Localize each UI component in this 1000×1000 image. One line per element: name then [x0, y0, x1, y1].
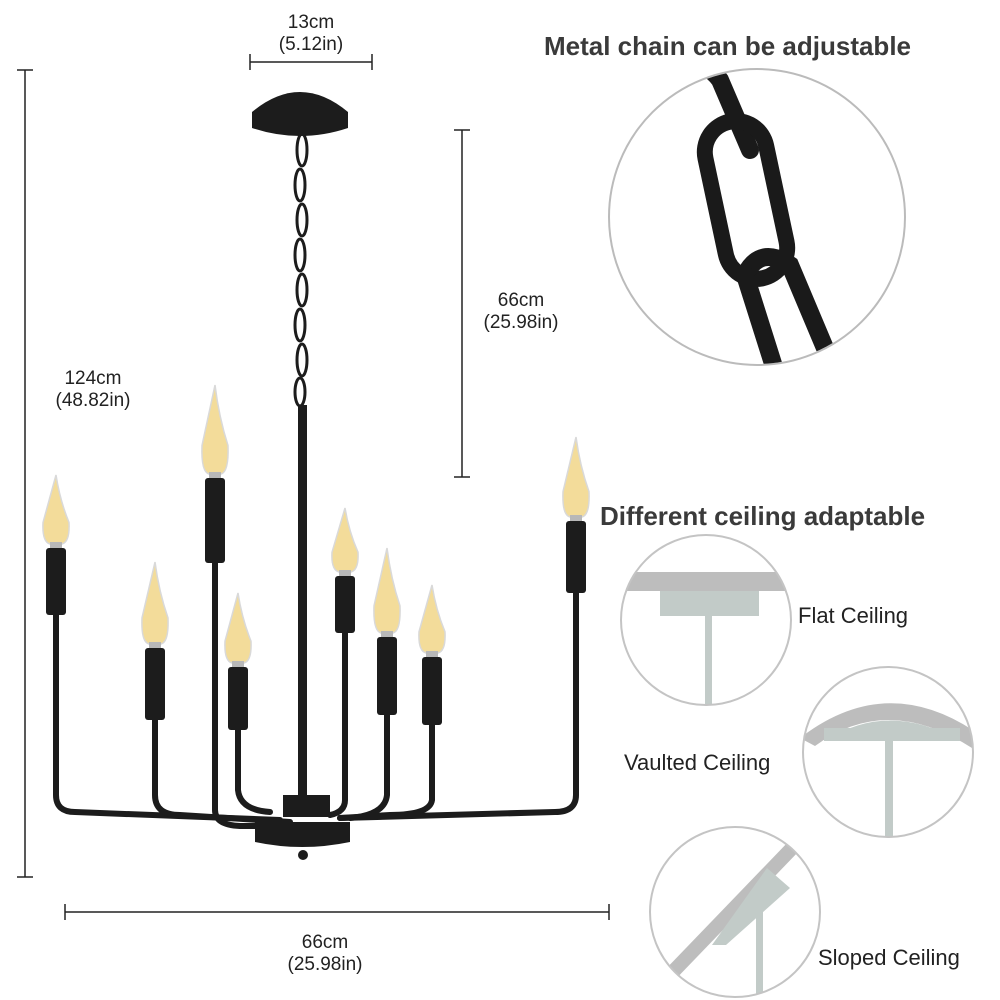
bulb	[331, 507, 359, 573]
candle-sleeve	[566, 521, 586, 593]
candle	[42, 474, 70, 615]
sloped-ceiling-label: Sloped Ceiling	[818, 945, 960, 970]
body-height-cm: 66cm	[497, 290, 545, 311]
flat-ceiling-label: Flat Ceiling	[798, 603, 909, 628]
candle-sleeve	[335, 576, 355, 633]
hub-body	[255, 822, 350, 847]
bulb	[373, 547, 401, 634]
candle	[224, 592, 252, 730]
chain-detail	[608, 68, 906, 366]
candle-sleeve	[46, 548, 66, 615]
vaulted-ceiling-label: Vaulted Ceiling	[624, 750, 771, 775]
candle	[331, 507, 359, 633]
bulb	[141, 561, 169, 645]
finial	[298, 850, 308, 860]
body-width-label: 66cm (25.98in)	[270, 932, 380, 976]
ceiling-canopy	[252, 92, 348, 136]
body-height-in: (25.98in)	[483, 312, 559, 333]
bulb	[562, 436, 590, 518]
bulb	[224, 592, 252, 664]
candles	[42, 384, 590, 730]
center-rod	[298, 405, 307, 800]
total-height-label: 124cm (48.82in)	[38, 368, 148, 412]
candle	[201, 384, 229, 563]
candle-sleeve	[228, 667, 248, 730]
canopy-width-label: 13cm (5.12in)	[261, 12, 361, 56]
dimension-lines	[17, 54, 610, 920]
candle-sleeve	[422, 657, 442, 725]
candle-sleeve	[377, 637, 397, 715]
chain	[293, 132, 309, 408]
total-height-in: (48.82in)	[55, 390, 131, 411]
total-height-cm: 124cm	[64, 368, 122, 389]
bulb	[418, 584, 446, 654]
bulb	[201, 384, 229, 475]
vaulted-ceiling-illustration	[802, 666, 974, 838]
hub-top	[283, 795, 330, 817]
arms	[53, 560, 579, 829]
canopy-width-in: (5.12in)	[278, 34, 344, 55]
body-height-label: 66cm (25.98in)	[466, 290, 576, 334]
body-width-cm: 66cm	[301, 932, 349, 953]
candle	[418, 584, 446, 725]
candle	[373, 547, 401, 715]
canopy-width-cm: 13cm	[287, 12, 335, 33]
sloped-ceiling-illustration	[649, 826, 821, 998]
body-width-in: (25.98in)	[287, 954, 363, 975]
candle-sleeve	[205, 478, 225, 563]
candle	[562, 436, 590, 593]
bulb	[42, 474, 70, 545]
candle	[141, 561, 169, 720]
ceiling-heading: Different ceiling adaptable	[600, 501, 926, 531]
chain-heading: Metal chain can be adjustable	[544, 31, 911, 61]
flat-ceiling-illustration	[620, 534, 792, 706]
chandelier	[42, 92, 590, 860]
candle-sleeve	[145, 648, 165, 720]
